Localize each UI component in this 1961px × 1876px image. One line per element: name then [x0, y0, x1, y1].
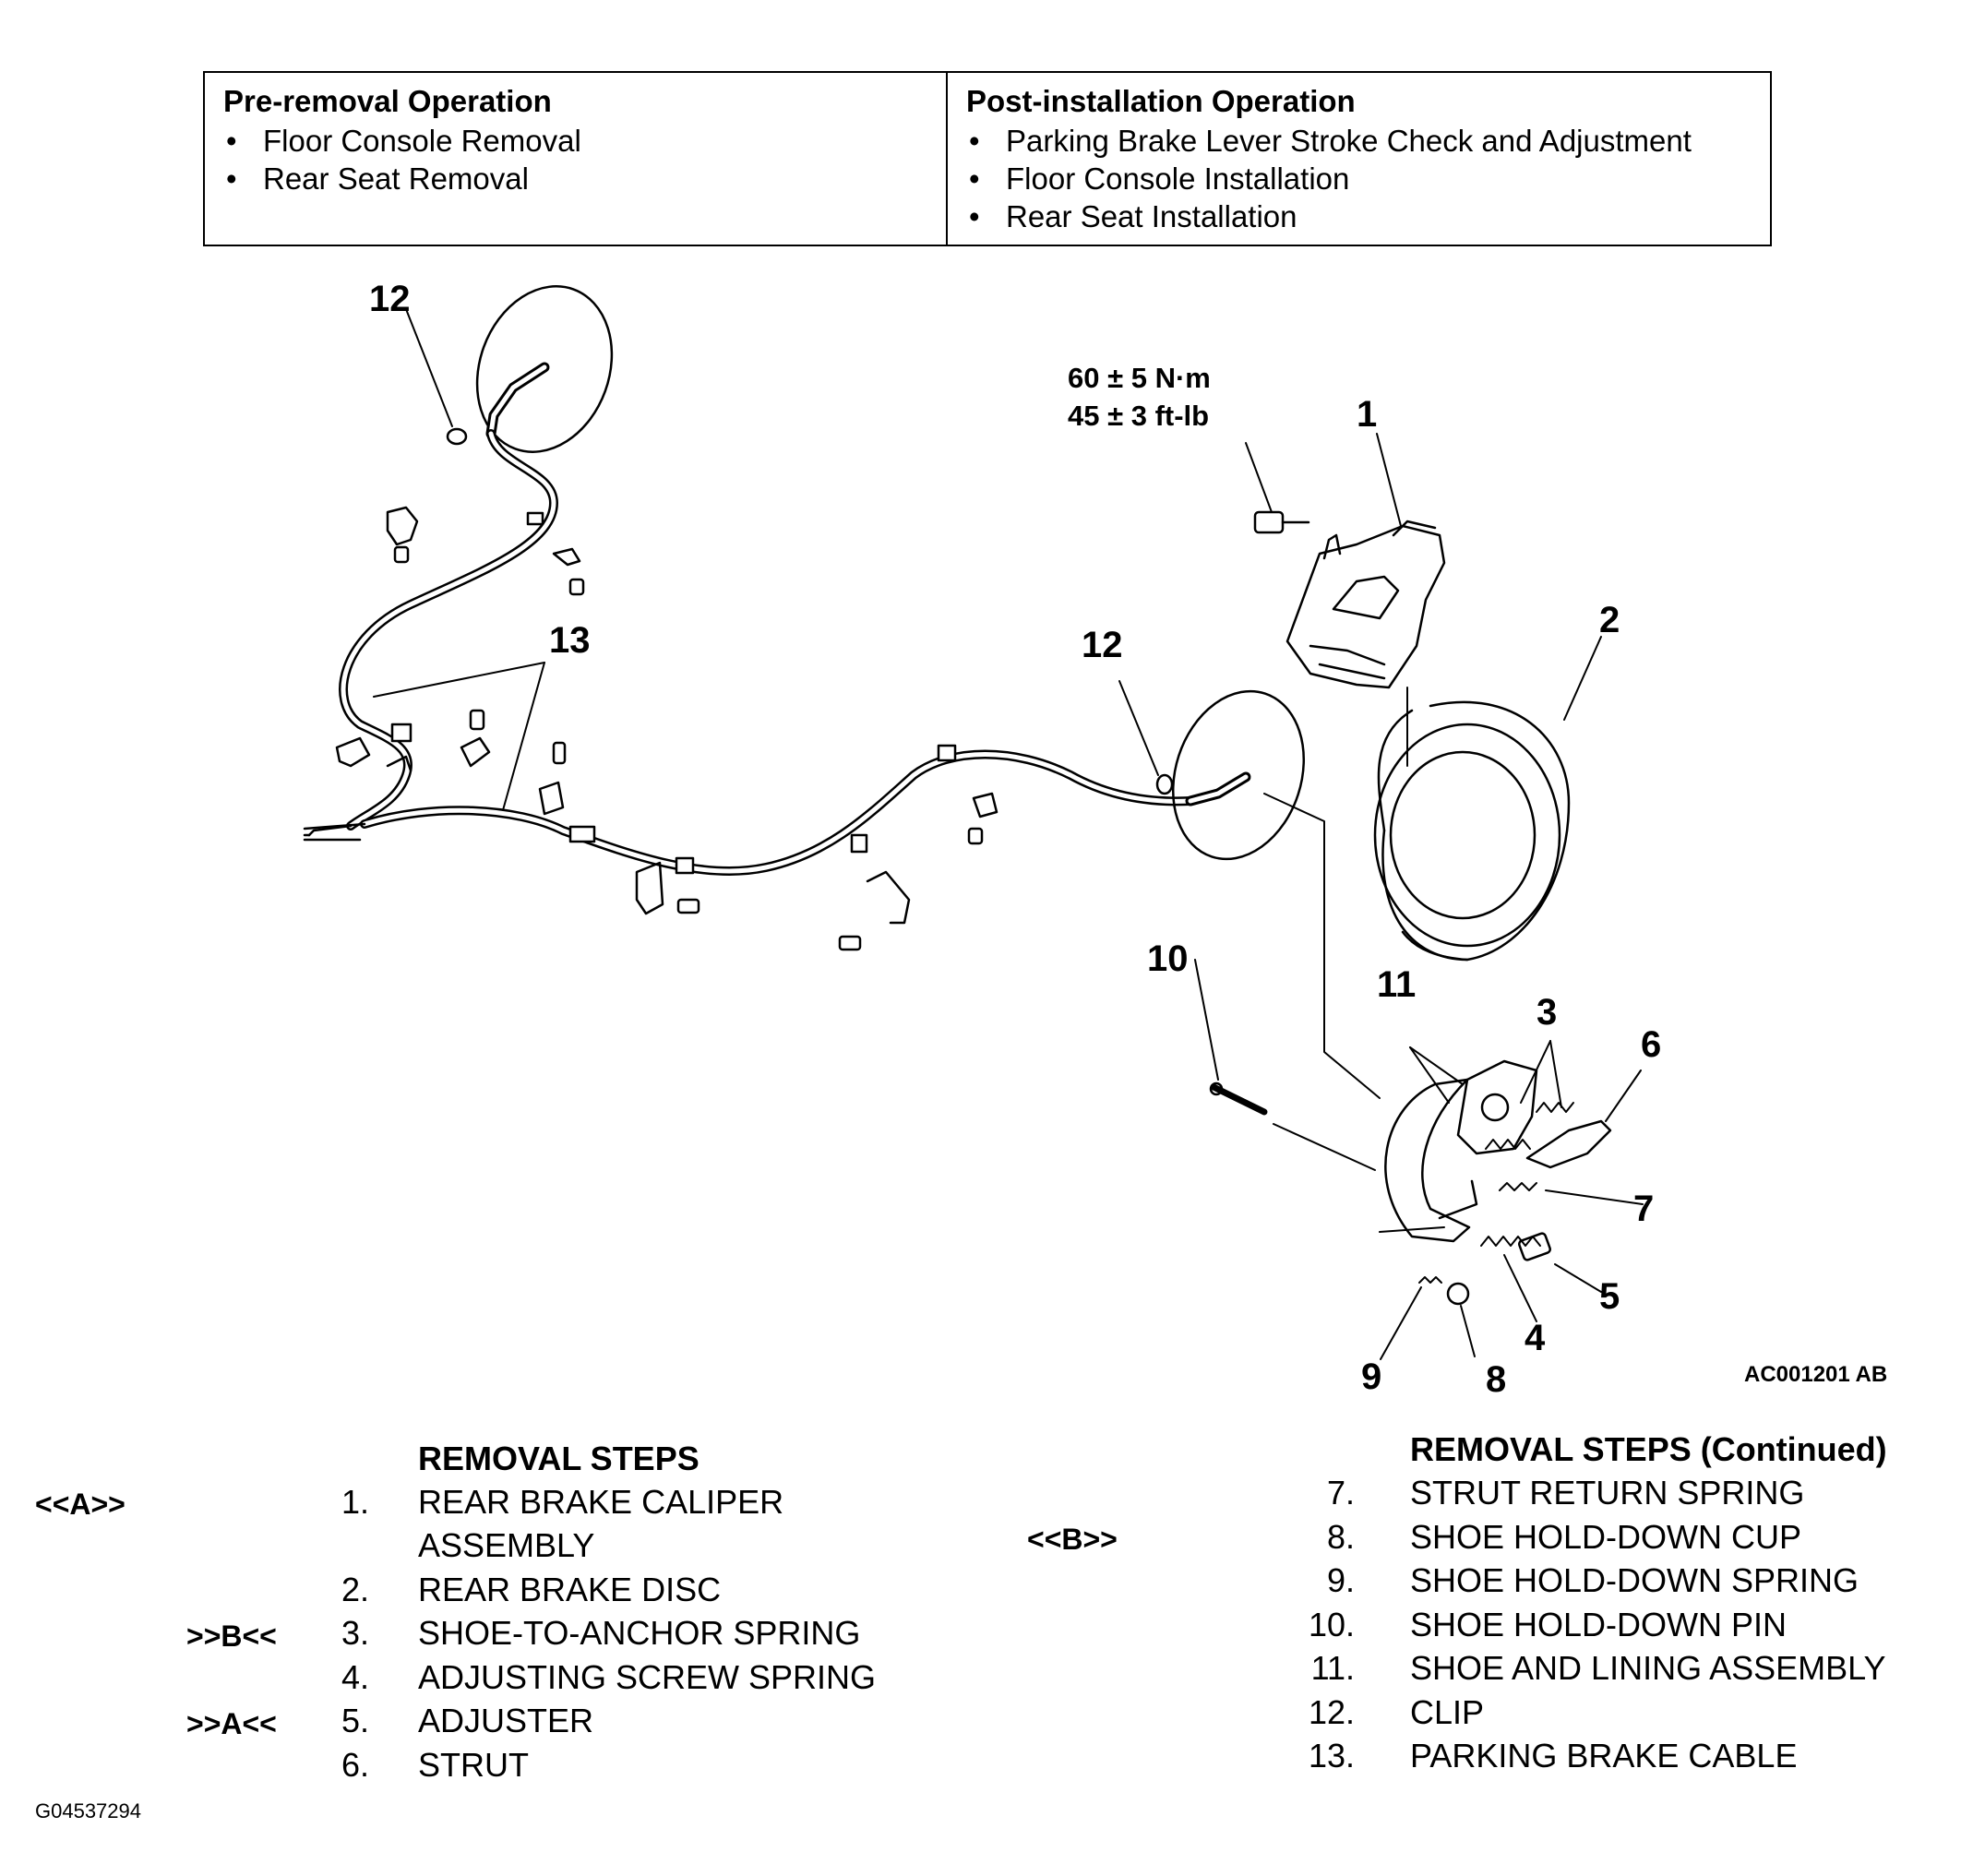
pre-removal-heading: Pre-removal Operation: [223, 84, 552, 118]
step-text: PARKING BRAKE CABLE: [1410, 1737, 1798, 1774]
step-text: SHOE HOLD-DOWN PIN: [1410, 1606, 1788, 1643]
callout-2: 2: [1599, 600, 1620, 640]
clip-12-right: [1155, 773, 1174, 795]
callout-12: 12: [1082, 625, 1123, 665]
step-number: 11.: [1310, 1649, 1355, 1687]
step-text: SHOE-TO-ANCHOR SPRING: [418, 1614, 861, 1652]
post-installation-list: Parking Brake Lever Stroke Check and Adj…: [966, 122, 1752, 235]
step-text: CLIP: [1410, 1693, 1485, 1731]
parking-brake-cable-lower: [303, 744, 1195, 877]
brackets-and-bolts: [335, 506, 998, 951]
callout-6: 6: [1641, 1024, 1661, 1065]
removal-steps-heading: REMOVAL STEPS: [418, 1440, 700, 1477]
adjuster: [1518, 1232, 1551, 1261]
callout-3: 3: [1537, 992, 1557, 1033]
step-number: 8.: [1326, 1518, 1355, 1556]
step-text: REAR BRAKE DISC: [418, 1571, 722, 1608]
step-text: SHOE HOLD-DOWN SPRING: [1410, 1561, 1859, 1599]
callout-12: 12: [369, 279, 411, 319]
parking-brake-cable-upper: [307, 429, 558, 837]
step-number: 6.: [341, 1746, 369, 1784]
step-number: 5.: [341, 1702, 369, 1739]
callout-9: 9: [1361, 1356, 1381, 1397]
post-installation-item: Floor Console Installation: [966, 160, 1752, 197]
post-installation-column: Post-installation Operation Parking Brak…: [948, 73, 1770, 245]
pre-removal-item: Floor Console Removal: [223, 122, 927, 160]
step-text: ADJUSTING SCREW SPRING: [418, 1658, 877, 1696]
step-number: 7.: [1326, 1474, 1355, 1512]
rear-brake-caliper: [1253, 510, 1446, 689]
callout-11: 11: [1377, 964, 1416, 1005]
callout-10: 10: [1147, 938, 1189, 979]
step-marker: <<B>>: [1027, 1523, 1118, 1556]
strut: [1525, 1119, 1612, 1169]
callout-7: 7: [1633, 1189, 1654, 1229]
step-number: 1.: [341, 1483, 369, 1521]
callout-labels: 12 13 12 60 ± 5 N·m 45 ± 3 ft-lb 1 2 10 …: [369, 279, 1887, 1400]
step-number: 9.: [1326, 1561, 1355, 1599]
step-number: 3.: [341, 1614, 369, 1652]
step-number: 13.: [1308, 1737, 1355, 1774]
rear-brake-disc: [1373, 700, 1571, 962]
pre-removal-list: Floor Console Removal Rear Seat Removal: [223, 122, 927, 197]
shoe-hold-down-parts: [1209, 1081, 1470, 1306]
operation-table: Pre-removal Operation Floor Console Remo…: [203, 71, 1772, 246]
step-number: 12.: [1308, 1693, 1355, 1731]
step-marker: >>A<<: [186, 1707, 277, 1740]
callout-4: 4: [1525, 1318, 1546, 1358]
footer-code: G04537294: [35, 1799, 141, 1822]
step-number: 10.: [1308, 1606, 1355, 1643]
torque-ftlb-label: 45 ± 3 ft-lb: [1068, 400, 1209, 432]
callout-5: 5: [1599, 1276, 1620, 1317]
callout-1: 1: [1357, 394, 1377, 435]
post-installation-item: Parking Brake Lever Stroke Check and Adj…: [966, 122, 1752, 160]
pre-removal-column: Pre-removal Operation Floor Console Remo…: [205, 73, 948, 245]
step-text: STRUT RETURN SPRING: [1410, 1474, 1805, 1512]
step-marker: <<A>>: [35, 1488, 126, 1521]
pre-removal-item: Rear Seat Removal: [223, 160, 927, 197]
clip-12-left: [446, 427, 468, 446]
step-text: STRUT: [418, 1746, 529, 1784]
step-text: SHOE HOLD-DOWN CUP: [1410, 1518, 1802, 1556]
step-number: 2.: [341, 1571, 369, 1608]
cable-end-detail-right: [1171, 689, 1306, 861]
cable-end-detail-left: [475, 285, 614, 453]
post-installation-heading: Post-installation Operation: [966, 84, 1356, 118]
step-text: REAR BRAKE CALIPER: [418, 1483, 784, 1521]
step-marker: >>B<<: [186, 1619, 277, 1653]
step-text: ASSEMBLY: [418, 1526, 595, 1564]
post-installation-item: Rear Seat Installation: [966, 197, 1752, 235]
callout-13: 13: [549, 620, 591, 661]
torque-nm-label: 60 ± 5 N·m: [1068, 362, 1211, 394]
springs: [1480, 1102, 1574, 1247]
step-number: 4.: [341, 1658, 369, 1696]
leader-lines: [373, 308, 1644, 1360]
brake-exploded-diagram: 12 13 12 60 ± 5 N·m 45 ± 3 ft-lb 1 2 10 …: [303, 279, 1887, 1400]
shoe-and-lining-assembly: [1384, 1059, 1538, 1243]
step-text: SHOE AND LINING ASSEMBLY: [1410, 1649, 1886, 1687]
callout-8: 8: [1486, 1359, 1506, 1400]
figure-code: AC001201 AB: [1744, 1362, 1887, 1387]
assembly-guide-lines: [1263, 687, 1445, 1233]
step-text: ADJUSTER: [418, 1702, 594, 1739]
removal-steps-continued-heading: REMOVAL STEPS (Continued): [1410, 1430, 1887, 1468]
